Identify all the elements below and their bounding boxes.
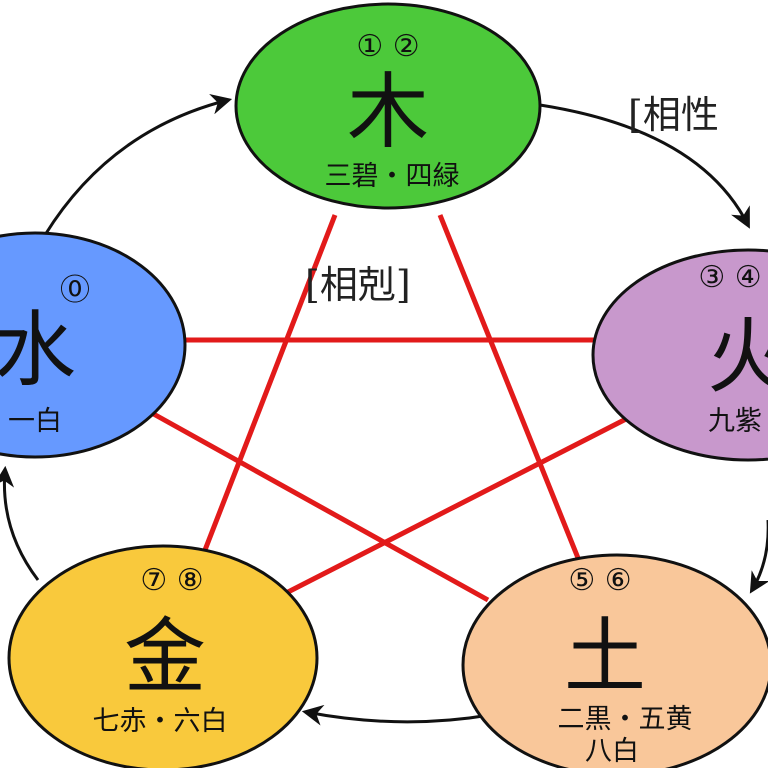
- sosho-label: [相性: [628, 93, 719, 137]
- metal-stars: 七赤・六白: [93, 706, 228, 737]
- water-stars: 一白: [8, 406, 62, 437]
- arrow-fire-to-earth: [749, 520, 768, 594]
- metal-circle: [7, 544, 319, 768]
- earth-numbers: ⑤ ⑥: [568, 563, 631, 598]
- water-numbers: ⓪: [60, 273, 90, 308]
- earth-stars: 二黒・五黄: [558, 704, 693, 735]
- water-circle: [0, 231, 187, 459]
- water-char: 水: [0, 303, 76, 398]
- fire-node: ③ ④ 火 九紫: [591, 248, 768, 462]
- arrow-wood-to-fire: [539, 103, 750, 229]
- earth-circle: [461, 553, 768, 768]
- sokoku-label: [相剋]: [305, 263, 411, 307]
- metal-node: ⑦ ⑧ 金 七赤・六白: [7, 544, 319, 768]
- arrow-earth-to-metal: [301, 704, 491, 726]
- metal-numbers: ⑦ ⑧: [140, 563, 203, 598]
- fire-char: 火: [707, 310, 768, 405]
- arrow-water-to-wood: [43, 93, 233, 236]
- fire-circle: [591, 248, 768, 462]
- control-cycle-star: [148, 214, 630, 603]
- fire-stars: 九紫: [708, 406, 762, 437]
- wood-circle: [234, 2, 542, 210]
- fire-numbers: ③ ④: [698, 260, 761, 295]
- arrow-metal-to-water: [0, 465, 40, 581]
- line-wood-metal: [202, 214, 338, 551]
- wood-stars: 三碧・四緑: [325, 161, 460, 192]
- water-node: ⓪ 水 一白: [0, 231, 187, 459]
- metal-char: 金: [124, 610, 206, 705]
- line-wood-earth: [437, 214, 581, 559]
- earth-node: ⑤ ⑥ 土 二黒・五黄 八白: [461, 553, 768, 768]
- wood-node: ① ② 木 三碧・四緑: [234, 2, 542, 210]
- wood-char: 木: [347, 65, 429, 160]
- generation-cycle-arrows: [0, 93, 768, 726]
- earth-char: 土: [564, 610, 646, 705]
- line-fire-metal: [286, 415, 630, 595]
- earth-stars-2: 八白: [585, 736, 639, 767]
- line-water-earth: [148, 409, 490, 603]
- wood-numbers: ① ②: [356, 29, 419, 64]
